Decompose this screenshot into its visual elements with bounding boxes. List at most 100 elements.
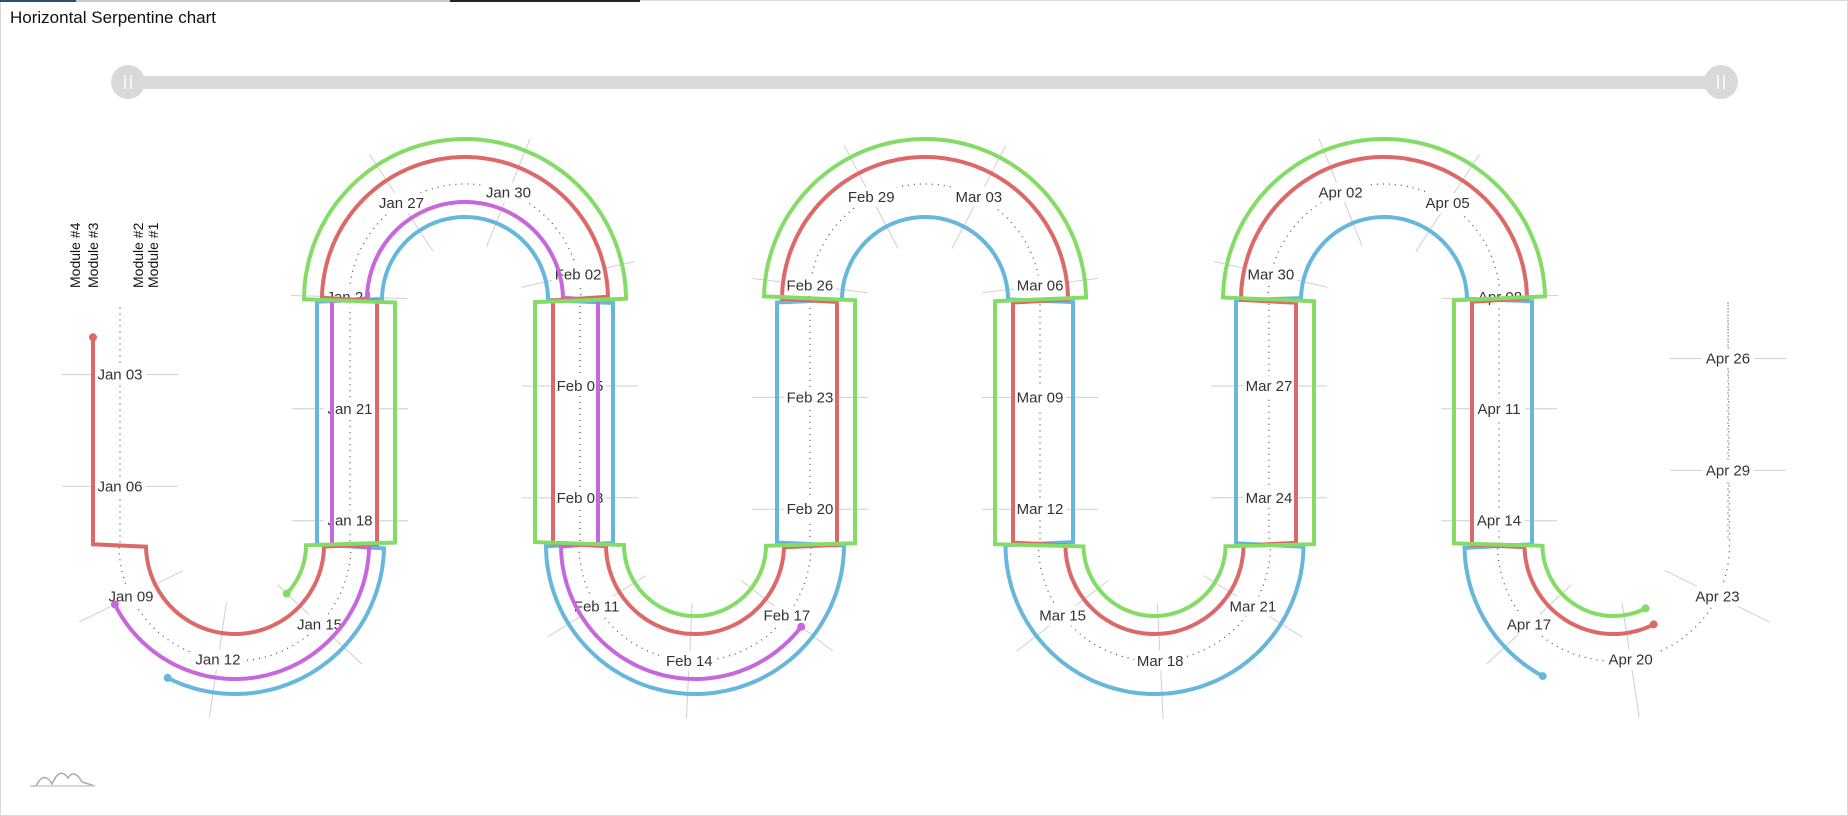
tick-label: Mar 15 <box>1039 608 1086 625</box>
date-axis: Jan 03 Jan 06 Jan 09 Jan 12 Jan 15 Jan 18 Jan … <box>62 138 1786 719</box>
series-band[interactable] <box>165 215 1545 696</box>
tick-label-bg <box>94 364 146 385</box>
tick-label: Jan 09 <box>108 588 153 605</box>
tick-label: Feb 14 <box>666 653 713 670</box>
tick-label: Mar 03 <box>955 189 1002 206</box>
tick-label: Jan 12 <box>195 652 240 669</box>
tick-label-bg <box>1226 596 1279 617</box>
tick-label-bg <box>554 487 606 508</box>
series-end-bullet[interactable] <box>797 622 806 631</box>
scrollbar-start-grip[interactable] <box>111 65 145 99</box>
series-group <box>89 137 1658 696</box>
series-start-bullet[interactable] <box>282 589 291 598</box>
tick-label-bg <box>784 387 836 408</box>
tick-label-bg <box>1604 649 1657 670</box>
tick-label-bg <box>1691 586 1744 607</box>
tick-label-bg <box>324 398 376 419</box>
tick-label: Feb 02 <box>555 266 602 283</box>
series-end-bullet[interactable] <box>1538 672 1547 681</box>
tick-label: Jan 18 <box>327 513 372 530</box>
tick-label: Mar 06 <box>1017 278 1064 295</box>
module-label: Module #2 <box>130 222 146 288</box>
tick-label: Apr 14 <box>1477 513 1521 530</box>
tick-label-bg <box>324 510 376 531</box>
module-label: Module #4 <box>67 222 83 288</box>
tick-label-bg <box>1243 376 1295 396</box>
tick-label: Apr 20 <box>1608 652 1652 669</box>
tick-label: Apr 17 <box>1507 616 1551 633</box>
tick-label: Mar 27 <box>1246 378 1293 395</box>
tick-label: Feb 26 <box>787 278 834 295</box>
tick-label-bg <box>191 649 244 670</box>
chart-title: Horizontal Serpentine chart <box>10 8 217 27</box>
module-label: Module #3 <box>85 222 101 288</box>
series-band[interactable] <box>112 200 804 681</box>
tick-label-bg <box>1014 387 1066 408</box>
tick-label: Mar 12 <box>1017 501 1064 518</box>
top-accent-bar <box>450 0 640 2</box>
top-accent-bar <box>0 0 76 2</box>
tick-label-bg <box>783 275 836 296</box>
tick-label-bg <box>1244 264 1297 285</box>
tick-label: Jan 06 <box>97 478 142 495</box>
tick-label-bg <box>760 605 813 626</box>
tick-label: Apr 05 <box>1425 195 1469 212</box>
chart-logo-icon <box>30 772 96 787</box>
tick-label: Feb 05 <box>557 378 604 395</box>
series-start-bullet[interactable] <box>89 333 97 342</box>
tick-label: Jan 27 <box>379 195 424 212</box>
tick-label: Mar 18 <box>1137 653 1184 670</box>
tick-label-bg <box>663 650 716 671</box>
tick-label-bg <box>105 586 157 607</box>
tick-label: Jan 03 <box>97 367 142 384</box>
module-label: Module #1 <box>145 222 161 288</box>
tick-label: Jan 30 <box>486 184 531 201</box>
tick-label-bg <box>1314 182 1367 203</box>
tick-label-bg <box>784 499 836 520</box>
tick-label: Mar 24 <box>1246 490 1293 507</box>
tick-label-bg <box>1014 499 1066 520</box>
series-band[interactable] <box>91 155 1656 636</box>
tick-label: Jan 15 <box>297 616 342 633</box>
tick-label: Apr 26 <box>1706 351 1750 368</box>
tick-label-bg <box>1036 605 1089 626</box>
series-band[interactable] <box>284 137 1648 618</box>
series-end-bullet[interactable] <box>1649 620 1658 629</box>
series-start-bullet[interactable] <box>110 600 119 609</box>
tick-label-bg <box>845 187 898 208</box>
tick-label: Feb 20 <box>787 501 834 518</box>
tick-label-bg <box>1503 614 1555 635</box>
tick-label: Mar 21 <box>1230 598 1277 615</box>
tick-label: Apr 02 <box>1318 184 1362 201</box>
scrollbar-end-grip[interactable] <box>1704 65 1738 99</box>
scrollbar-track[interactable] <box>128 76 1710 89</box>
tick-label: Mar 09 <box>1017 389 1064 406</box>
tick-label: Feb 29 <box>848 189 895 206</box>
tick-label: Feb 08 <box>557 490 604 507</box>
tick-label-bg <box>94 476 146 497</box>
tick-label: Mar 30 <box>1248 266 1295 283</box>
tick-label-bg <box>1473 510 1525 531</box>
tick-label-bg <box>1702 460 1754 481</box>
tick-label: Apr 11 <box>1477 401 1520 418</box>
tick-label-bg <box>554 376 606 396</box>
tick-label: Apr 23 <box>1695 588 1739 605</box>
tick-label-bg <box>1134 650 1187 671</box>
tick-label-bg <box>952 187 1005 208</box>
tick-label-bg <box>1421 193 1474 213</box>
tick-label-bg <box>1243 487 1295 508</box>
tick-label: Apr 29 <box>1706 462 1750 479</box>
tick-label-bg <box>1473 398 1525 419</box>
tick-label-bg <box>570 596 623 617</box>
series-end-bullet[interactable] <box>1641 604 1650 613</box>
tick-label-bg <box>1014 275 1067 296</box>
tick-label: Feb 23 <box>787 389 834 406</box>
tick-label-bg <box>1702 348 1754 369</box>
tick-label: Jan 21 <box>327 401 372 418</box>
series-start-bullet[interactable] <box>163 673 172 682</box>
tick-label-bg <box>482 182 535 203</box>
scrollbar[interactable] <box>111 65 1738 99</box>
